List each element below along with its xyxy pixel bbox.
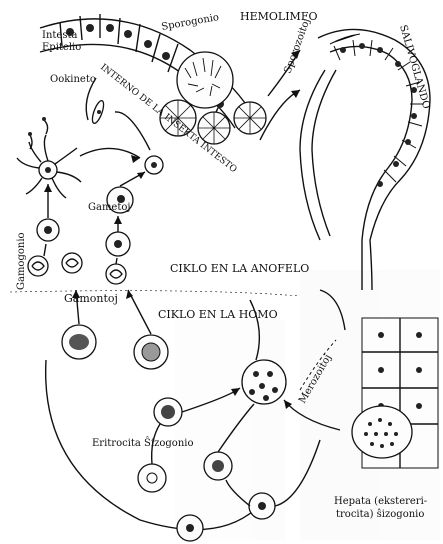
label-sporozoitoj: Sporozoitoj <box>282 17 312 75</box>
label-ciklo-anofelo: CIKLO EN LA ANOFELO <box>170 262 309 275</box>
label-sporogonio: Sporogonio <box>161 12 220 33</box>
gamont-rbc-2 <box>134 335 168 369</box>
gametocyte-macrogamete <box>106 232 130 256</box>
label-gamontoj: Gamontoj <box>64 292 118 305</box>
gamont-stage-cells <box>28 253 126 284</box>
gamont-rbc-1 <box>62 325 96 359</box>
label-intesta-1: Intesta <box>42 30 77 41</box>
label-eritrocita: Eritrocita Ŝizogonio <box>92 437 193 449</box>
label-gamogonio: Gamogonio <box>16 232 27 290</box>
ring-rbc <box>138 464 166 492</box>
schizont-rbc-center <box>154 398 182 426</box>
label-hepata-2: trocita) ŝizogonio <box>336 509 424 520</box>
label-intesta-2: Epitelio <box>42 42 81 53</box>
ring-rbc-bottom <box>177 515 203 541</box>
gametocyte-microgamete <box>37 219 59 241</box>
label-hepata-1: Hepata (ekstereri- <box>334 496 427 507</box>
label-gametoj: Gametoj <box>88 202 131 213</box>
trophozoite-rbc <box>249 493 275 519</box>
ookinete <box>90 99 106 124</box>
merozoites-burst <box>242 360 286 404</box>
label-ciklo-homo: CIKLO EN LA HOMO <box>158 308 278 321</box>
label-ookineto: Ookineto <box>50 74 96 85</box>
arrow-fertilization <box>80 148 140 158</box>
hepatic-tissue <box>352 318 438 468</box>
zygote <box>145 156 163 174</box>
schizont-rbc-mid <box>204 452 232 480</box>
